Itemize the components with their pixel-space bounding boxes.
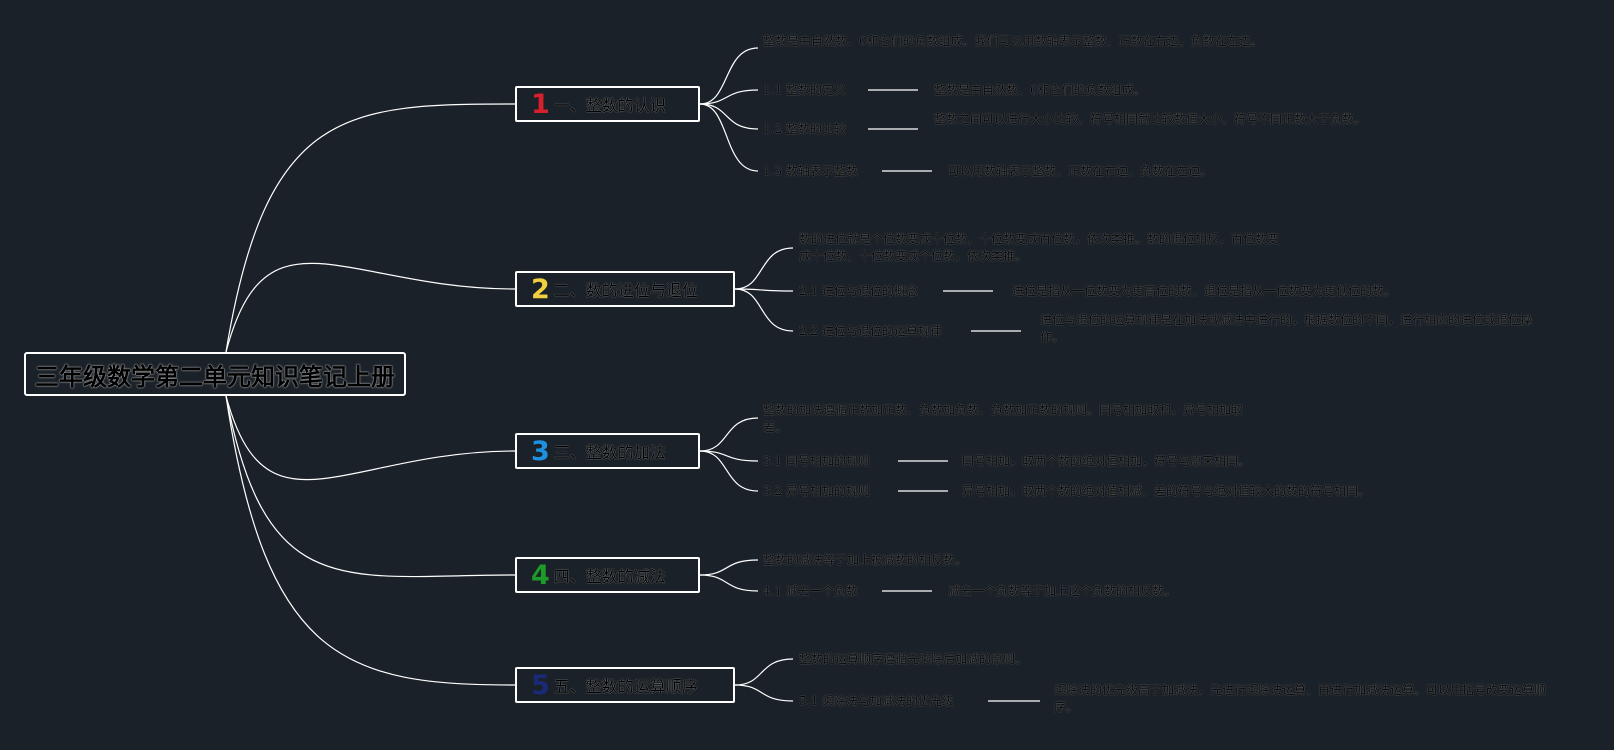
topic-1-item-2-detail[interactable]: 整数之间可以进行大小比较，符号相同就比较数值大小，符号不同正数大于负数。	[934, 112, 1367, 126]
topic-5-item-1-detail[interactable]: 乘除法的优先级高于加减法，先进行乘除法运算，再进行加减法运算。可以用括号改变运算…	[1054, 683, 1547, 714]
topic-4-item-1-detail[interactable]: 减去一个负数等于加上这个负数的相反数。	[948, 584, 1177, 598]
branch-connector-3-2	[699, 450, 759, 462]
branch-connector-2-1	[734, 247, 794, 290]
branch-connector-2-3	[734, 288, 794, 332]
topic-5-title: 五、整数的运算顺序	[553, 677, 698, 696]
topic-2-item-2-label[interactable]: 2.2 进位与退位的运算规律	[799, 324, 942, 338]
topic-2-item-1-detail[interactable]: 进位是指从一位数变为更高位的数，退位是指从一位数变为更低位的数。	[1012, 284, 1397, 298]
branch-connector-1-3	[699, 103, 759, 130]
topic-3-item-2-label[interactable]: 3.2 异号相加的规则	[763, 484, 870, 498]
topic-1-item-1-label[interactable]: 1.1 整数的定义	[763, 83, 846, 97]
branch-connector-1-2	[699, 89, 759, 105]
topic-4[interactable]: 4 四、整数的减法	[515, 557, 700, 593]
topic-5[interactable]: 5 五、整数的运算顺序	[515, 667, 735, 703]
topic-3[interactable]: 3 三、整数的加法	[515, 433, 700, 469]
topic-4-summary[interactable]: 整数的减法等于加上被减数的相反数。	[763, 553, 968, 567]
badge-2: 2	[531, 273, 550, 305]
topic-1-item-2-label[interactable]: 1.2 整数的比较	[763, 122, 846, 136]
badge-4: 4	[531, 559, 550, 591]
branch-connector-1-4	[699, 103, 759, 172]
root-connector-3	[225, 395, 516, 481]
topic-3-title: 三、整数的加法	[553, 443, 666, 462]
topic-2-item-2-detail[interactable]: 进位与退位的运算规律是在加法或减法中进行的，根据数位的不同，进行相应的进位或退位…	[1040, 313, 1533, 344]
topic-1-summary[interactable]: 整数是由自然数、0和它们的负数组成。我们可以用数轴表示整数，正数在右边，负数在左…	[763, 34, 1263, 48]
topic-2-title: 二、数的进位与退位	[553, 281, 698, 300]
topic-3-item-1-label[interactable]: 3.1 同号相加的规则	[763, 454, 870, 468]
branch-connector-1-1	[699, 47, 759, 105]
badge-5: 5	[531, 669, 550, 701]
root-connector-1	[225, 103, 516, 353]
topic-3-item-2-detail[interactable]: 异号相加，取两个数的绝对值相减，差的符号与绝对值较大的数的符号相同。	[962, 484, 1371, 498]
topic-3-item-1-detail[interactable]: 同号相加，取两个数的绝对值相加，符号与原来相同。	[962, 454, 1251, 468]
branch-connector-3-3	[699, 450, 759, 492]
root-connector-5	[225, 395, 516, 686]
branch-connector-4-1	[699, 559, 759, 576]
topic-1[interactable]: 1 一、整数的认识	[515, 86, 700, 122]
root-connector-4	[225, 395, 516, 578]
topic-4-item-1-label[interactable]: 4.1 减去一个负数	[763, 584, 858, 598]
topic-1-item-1-detail[interactable]: 整数是由自然数、0和它们的负数组成。	[934, 83, 1146, 97]
topic-5-summary[interactable]: 整数的运算顺序遵循先乘除后加减的原则。	[799, 652, 1028, 666]
branch-connector-3-1	[699, 417, 759, 452]
topic-2-item-1-label[interactable]: 2.1 进位与退位的概念	[799, 284, 918, 298]
topic-5-item-1-label[interactable]: 5.1 乘除法与加减法的优先级	[799, 694, 954, 708]
topic-2-summary[interactable]: 数的进位就是个位数变成十位数，十位数变成百位数，依次类推。数的退位相反，百位数变…	[799, 232, 1280, 263]
topic-2[interactable]: 2 二、数的进位与退位	[515, 271, 735, 307]
branch-connector-5-1	[734, 658, 794, 686]
topic-1-title: 一、整数的认识	[553, 96, 666, 115]
branch-connector-5-2	[734, 684, 794, 702]
topic-1-item-3-detail[interactable]: 可以用数轴表示整数，正数在右边，负数在左边。	[948, 164, 1213, 178]
topic-4-title: 四、整数的减法	[553, 567, 666, 586]
root-topic[interactable]: 三年级数学第二单元知识笔记上册	[24, 352, 406, 396]
badge-1: 1	[531, 88, 550, 120]
topic-3-summary[interactable]: 整数的加法遵循正数加正数、负数加负数、负数加正数的规则。同号相加取和，异号相加取…	[763, 403, 1244, 434]
branch-connector-4-2	[699, 574, 759, 592]
root-connector-2	[225, 262, 516, 353]
badge-3: 3	[531, 435, 550, 467]
root-title: 三年级数学第二单元知识笔记上册	[35, 362, 395, 391]
topic-1-item-3-label[interactable]: 1.3 数轴表示整数	[763, 164, 858, 178]
branch-connector-2-2	[734, 288, 794, 292]
